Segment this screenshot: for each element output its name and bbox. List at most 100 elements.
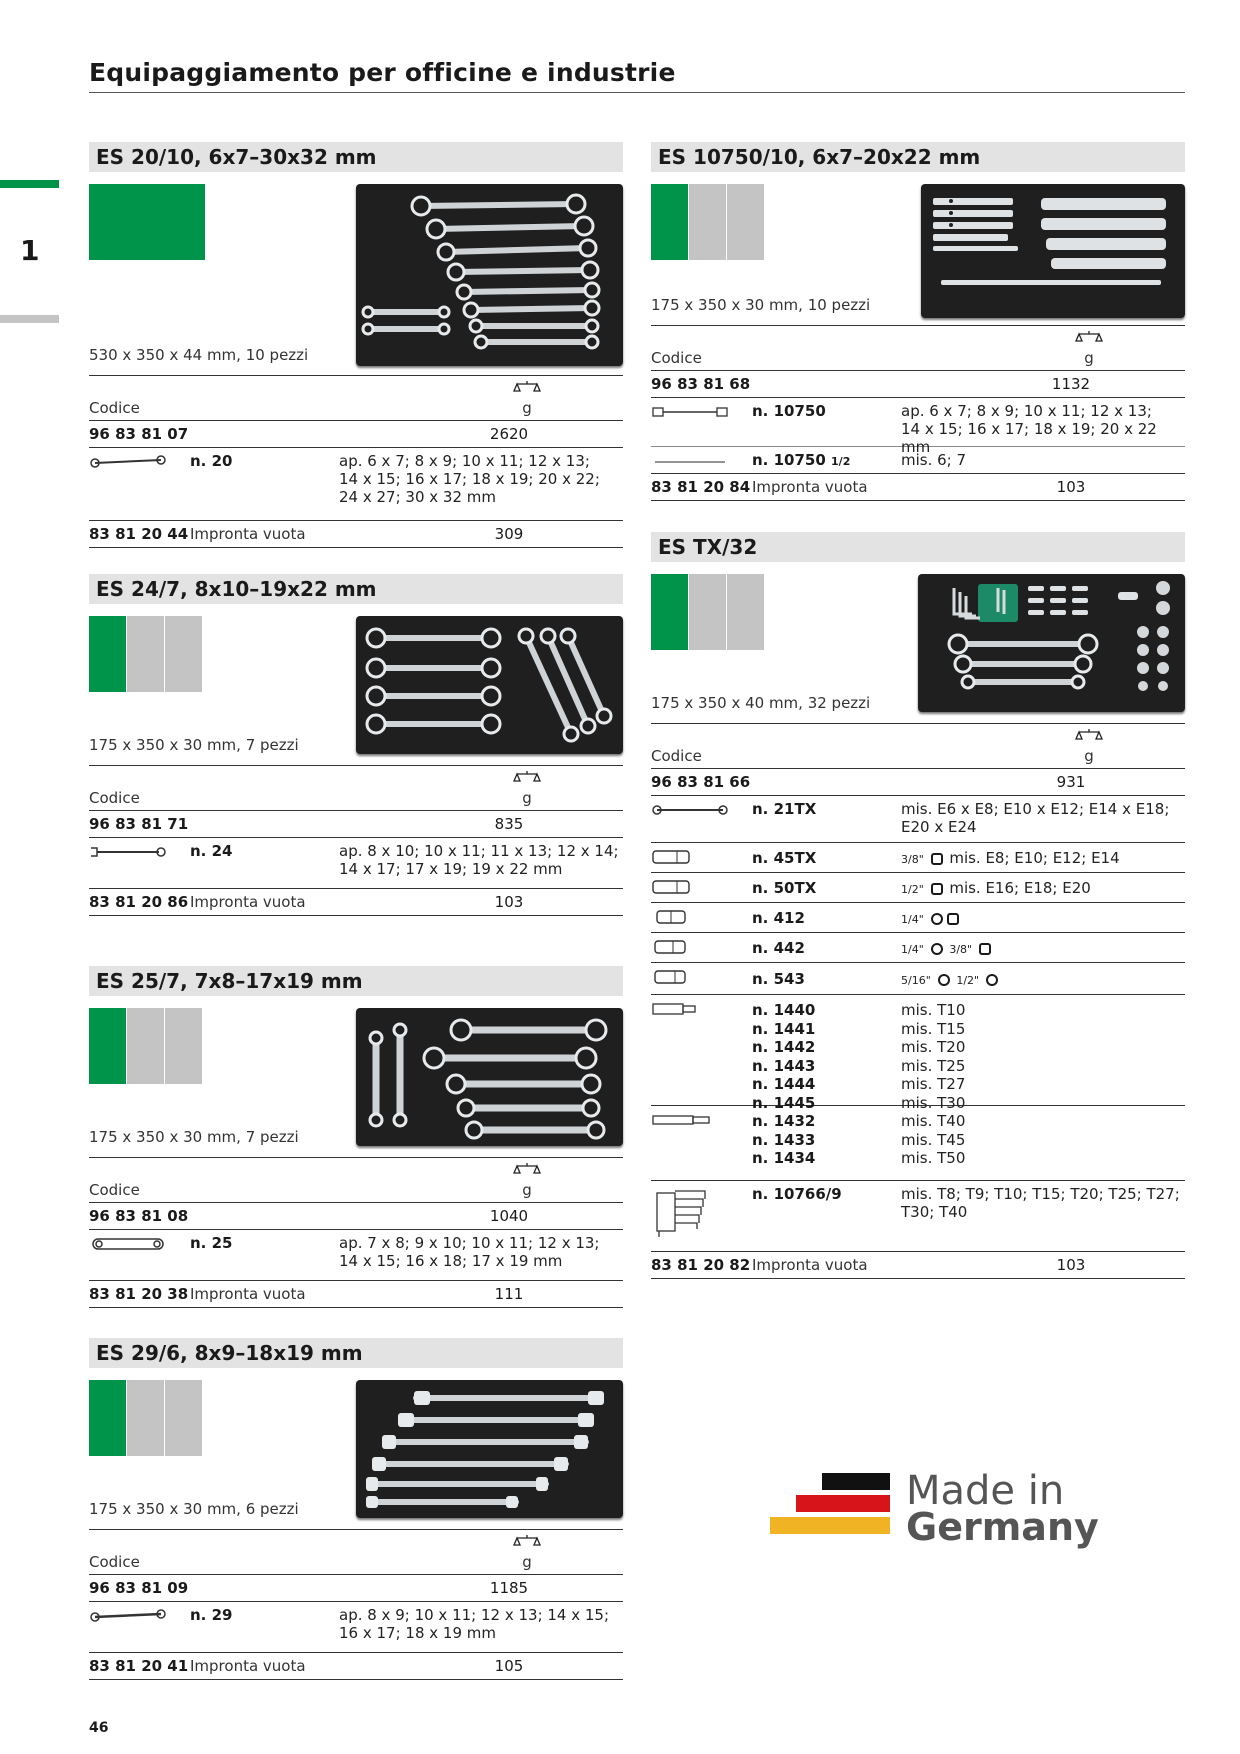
double-ring-wrench-icon [90,455,166,468]
set-code: 96 83 81 66 [651,773,751,791]
table-header-row: Codice g [89,376,623,421]
round-profile-icon [985,974,998,986]
drive-size: 3/8" [949,943,973,956]
table-header-row: Codice g [651,724,1185,769]
desc-line: ap. 6 x 7; 8 x 9; 10 x 11; 12 x 13; [901,402,1152,420]
desc-line: 16 x 17; 18 x 19 mm [339,1624,496,1642]
set-row: 96 83 81 68 1132 [651,371,1185,398]
page-title: Equipaggiamento per officine e industrie [89,58,676,87]
item-number: n. 1444 [752,1075,816,1093]
set-weight: 1040 [489,1207,529,1225]
product-table: Codice g 96 83 81 08 1040 n. 25 ap. 7 x … [89,1157,623,1308]
ratchet-ring-wrench-icon [92,1238,164,1250]
product-table: Codice g 96 83 81 66 931 n. 21TX mis. E6… [651,723,1185,1279]
item-row: n. 45TX 3/8" mis. E8; E10; E12; E14 [651,843,1185,873]
item-description: ap. 6 x 7; 8 x 9; 10 x 11; 12 x 13; 14 x… [339,452,600,506]
swatch-grey [727,574,764,650]
set-weight: 835 [494,815,524,833]
empty-insert-label: Impronta vuota [752,478,868,496]
section-title: ES 25/7, 7x8–17x19 mm [89,966,623,996]
round-profile-icon [930,913,943,925]
empty-insert-code: 83 81 20 82 [651,1256,751,1274]
empty-insert-label: Impronta vuota [190,893,306,911]
desc-line: 14 x 17; 17 x 19; 19 x 22 mm [339,860,563,878]
desc-line: mis. T45 [901,1130,966,1149]
desc-line: E20 x E24 [901,818,977,836]
torx-tray-image [947,581,1170,691]
color-swatches [89,184,206,260]
item-row: n. 50TX 1/2" mis. E16; E18; E20 [651,873,1185,903]
section-title: ES 20/10, 6x7–30x32 mm [89,142,623,172]
round-profile-icon [937,974,950,986]
empty-insert-label: Impronta vuota [752,1256,868,1274]
section-es29: ES 29/6, 8x9–18x19 mm 175 x 350 x 30 mm,… [89,1338,623,1683]
item-number: n. 543 [752,970,805,988]
item-number: n. 1433 [752,1130,816,1149]
empty-insert-weight: 111 [494,1285,524,1303]
desc-text: mis. E8; E10; E12; E14 [949,849,1120,867]
set-weight: 1132 [1051,375,1091,393]
item-number: n. 1445 [752,1093,816,1112]
color-swatches [89,616,203,692]
empty-insert-weight: 309 [494,525,524,543]
empty-insert-code: 83 81 20 86 [89,893,189,911]
empty-insert-row: 83 81 20 82 Impronta vuota 103 [651,1252,1185,1279]
desc-line: ap. 8 x 9; 10 x 11; 12 x 13; 14 x 15; [339,1606,610,1624]
socket-icon [652,850,690,864]
flare-nut-wrench-icon [91,847,166,857]
swatch-green [651,574,688,650]
item-row: n. 24 ap. 8 x 10; 10 x 11; 11 x 13; 12 x… [89,838,623,889]
desc-line: mis. T10 [901,1001,966,1019]
adapter-icon [654,970,686,984]
item-row: n. 29 ap. 8 x 9; 10 x 11; 12 x 13; 14 x … [89,1602,623,1653]
item-row: n. 10750 ap. 6 x 7; 8 x 9; 10 x 11; 12 x… [651,398,1185,456]
item-numbers-list: n. 1432 n. 1433 n. 1434 [752,1112,815,1168]
round-profile-icon [930,943,943,955]
desc-line: mis. T15 [901,1019,966,1038]
swatch-grey [165,1380,202,1456]
desc-line: mis. T27 [901,1075,966,1093]
item-row: n. 442 1/4" 3/8" [651,933,1185,963]
wrench-tray-image [368,1018,608,1140]
item-row: n. 25 ap. 7 x 8; 9 x 10; 10 x 11; 12 x 1… [89,1230,623,1281]
item-number: n. 10750 [752,402,826,420]
weight-scale-icon [512,1162,542,1180]
dimensions-text: 175 x 350 x 30 mm, 7 pezzi [89,736,299,754]
square-profile-icon [978,943,991,955]
drive-size: 1/2" [901,883,924,896]
desc-line: 14 x 15; 16 x 17; 18 x 19; 20 x 22; [339,470,600,488]
item-description: mis. T8; T9; T10; T15; T20; T25; T27; T3… [901,1185,1180,1221]
swatch-green [89,184,205,260]
desc-line: ap. 6 x 7; 8 x 9; 10 x 11; 12 x 13; [339,452,590,470]
torx-e-profile-icon [930,883,943,895]
set-row: 96 83 81 09 1185 [89,1575,623,1602]
empty-insert-row: 83 81 20 84 Impronta vuota 103 [651,474,1185,501]
empty-insert-code: 83 81 20 38 [89,1285,189,1303]
weight-scale-icon [512,770,542,788]
desc-line: ap. 8 x 10; 10 x 11; 11 x 13; 12 x 14; [339,842,619,860]
item-row: n. 543 5/16" 1/2" [651,963,1185,995]
swatch-grey [165,1008,202,1084]
empty-insert-row: 83 81 20 44 Impronta vuota 309 [89,521,623,548]
item-row: n. 10750 1/2 mis. 6; 7 [651,447,1185,474]
item-description: 1/2" mis. E16; E18; E20 [901,879,1091,899]
swatch-green [89,616,126,692]
item-number: n. 24 [190,842,233,860]
item-description: 1/4" 3/8" [901,939,993,959]
weight-scale-icon [1074,330,1104,348]
empty-insert-row: 83 81 20 41 Impronta vuota 105 [89,1653,623,1680]
set-row: 96 83 81 71 835 [89,811,623,838]
swatch-green [89,1008,126,1084]
socket-wrench-tray-image [933,198,1166,285]
item-row: n. 412 1/4" [651,903,1185,933]
item-number: n. 1443 [752,1056,816,1075]
set-code: 96 83 81 07 [89,425,189,443]
weight-unit-label: g [1084,747,1094,765]
item-number: n. 10750 1/2 [752,451,850,469]
swatch-green [651,184,688,260]
set-code: 96 83 81 09 [89,1579,189,1597]
page-number: 46 [89,1720,109,1736]
product-table: Codice g 96 83 81 68 1132 n. 10750 ap. 6… [651,325,1185,501]
desc-line: 14 x 15; 16 x 18; 17 x 19 mm [339,1252,563,1270]
item-number: n. 25 [190,1234,233,1252]
